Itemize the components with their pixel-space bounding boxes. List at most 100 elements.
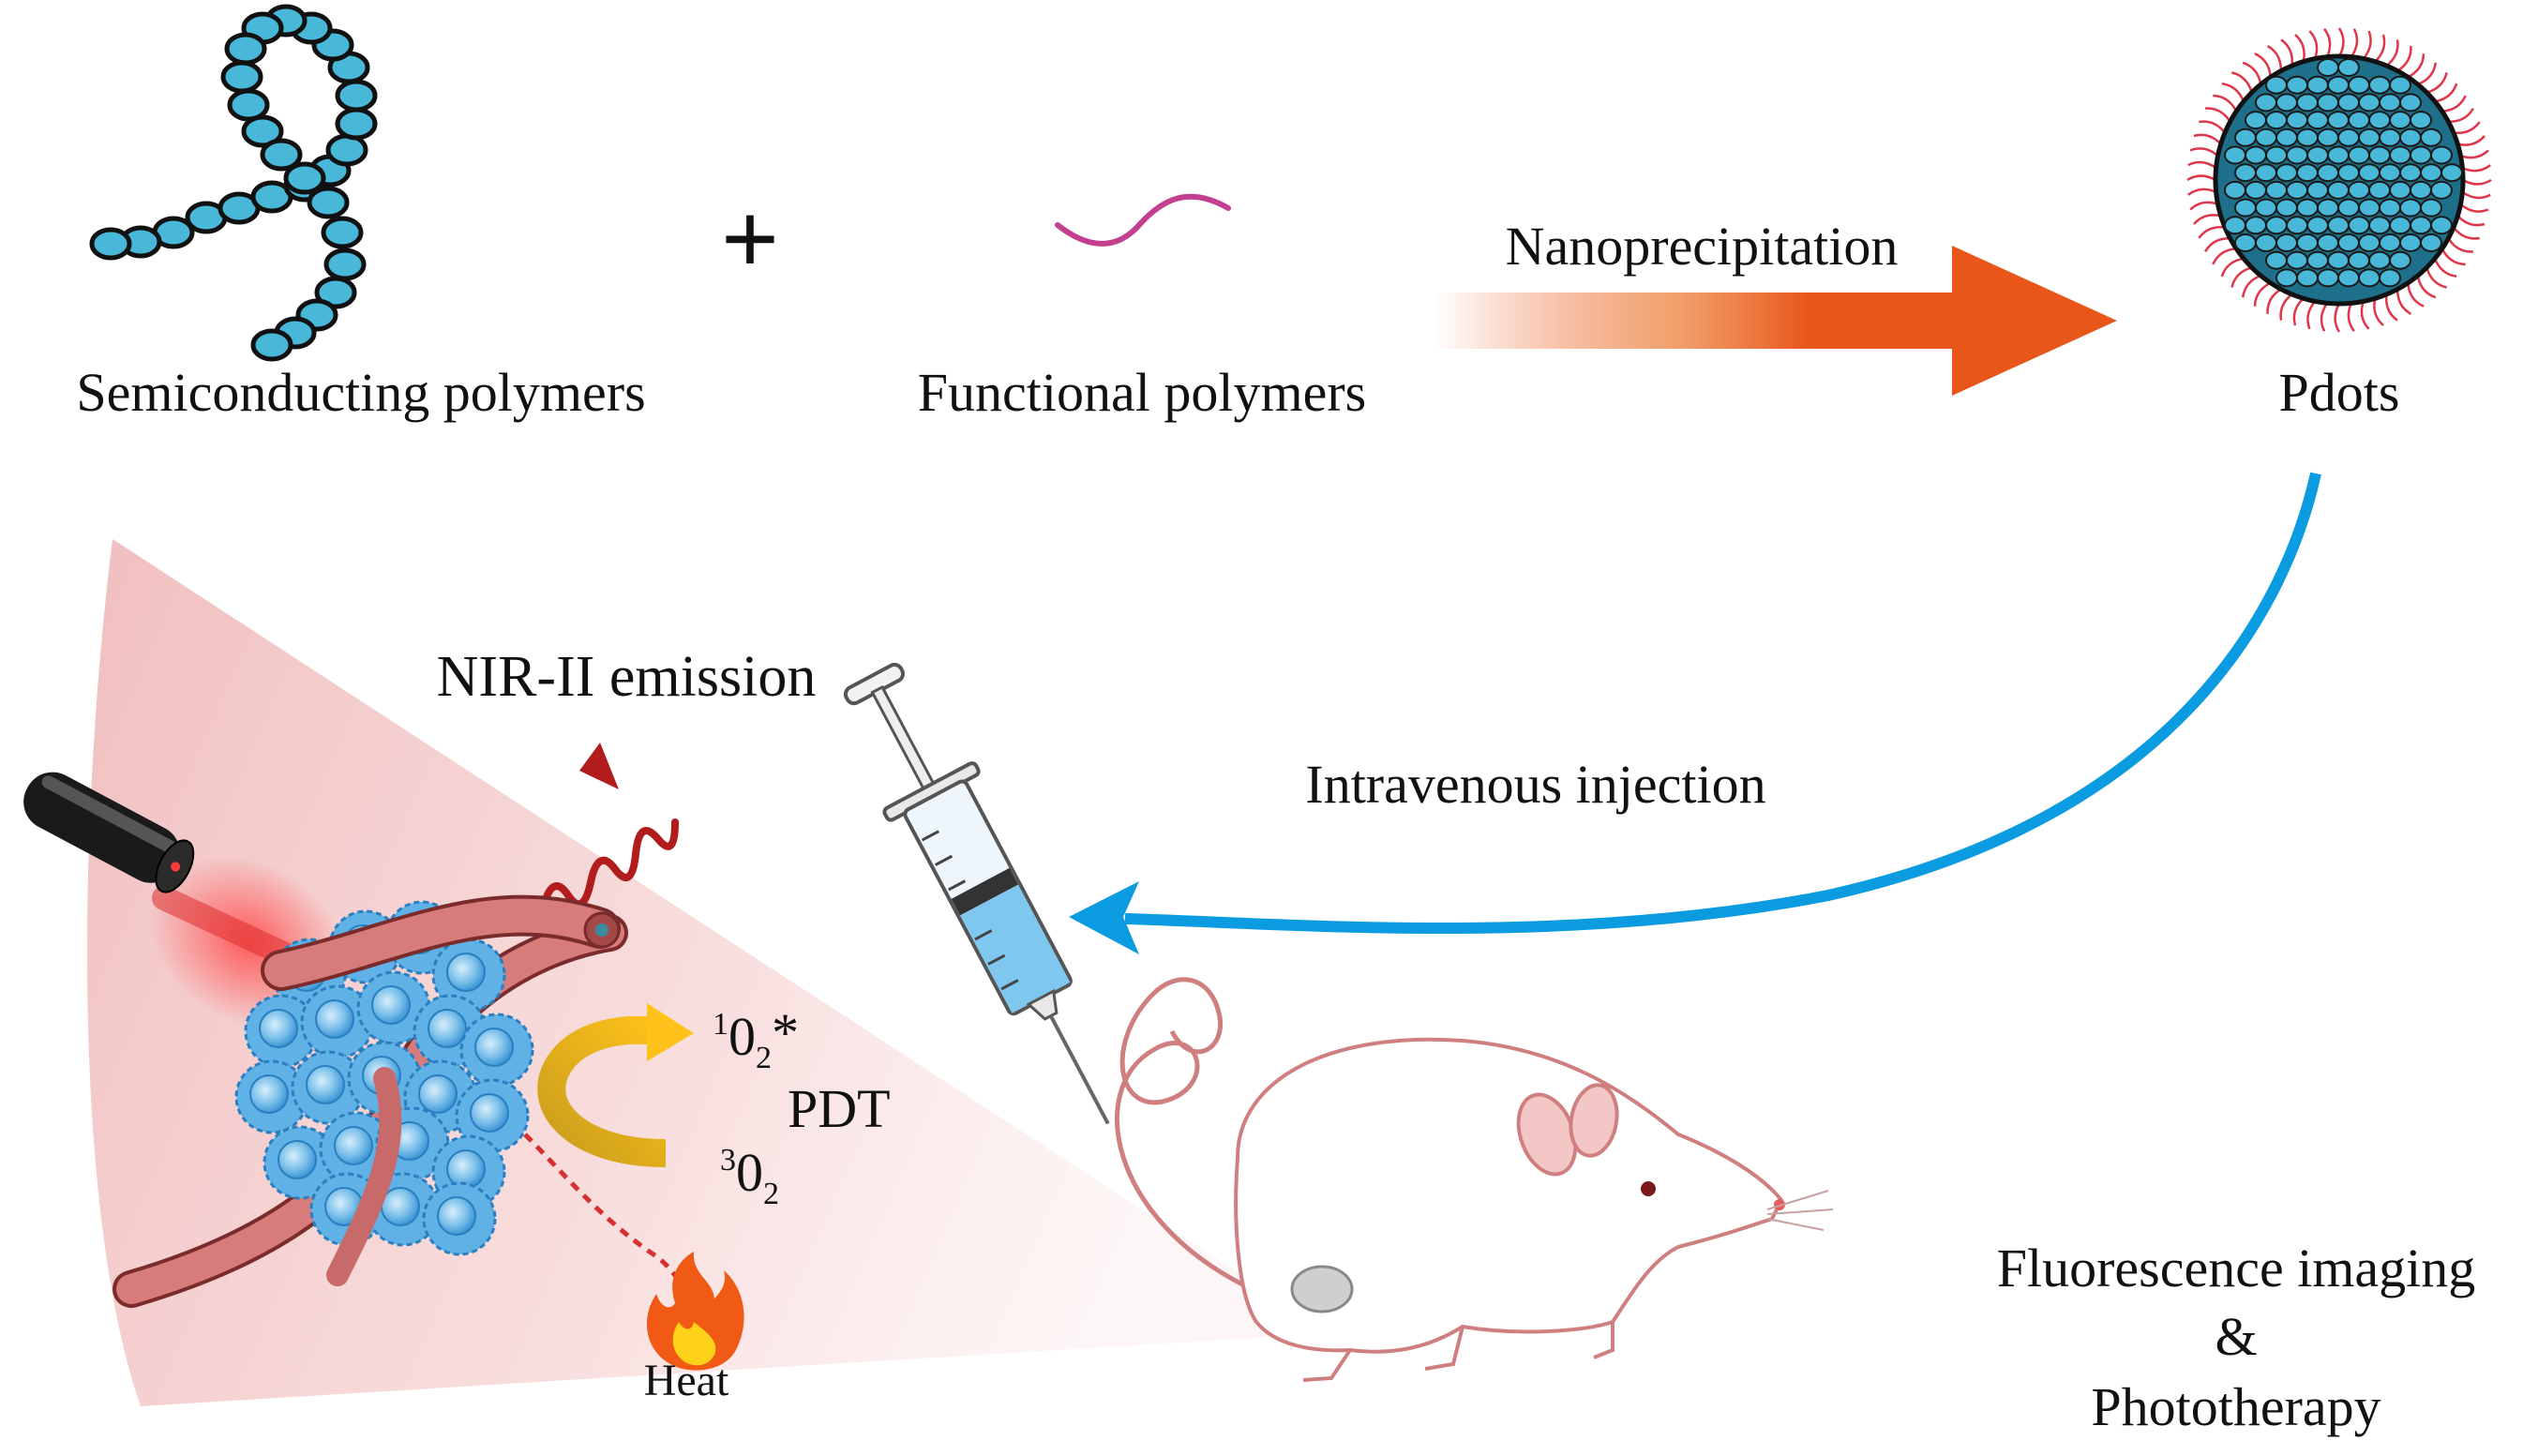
corona-chain bbox=[2453, 226, 2480, 240]
pdot-bead bbox=[2379, 163, 2401, 183]
semiconducting-polymers-label: Semiconducting polymers bbox=[76, 362, 645, 423]
pdot-bead bbox=[2358, 93, 2380, 113]
polymer-bead bbox=[335, 107, 378, 141]
nir-emission-label: NIR-II emission bbox=[437, 645, 817, 709]
syringe-icon bbox=[843, 662, 1110, 1125]
pdot-bead bbox=[2337, 268, 2360, 288]
pdot-bead bbox=[2368, 250, 2391, 270]
corona-chain bbox=[2193, 133, 2222, 145]
corona-chain bbox=[2221, 82, 2245, 102]
corona-chain bbox=[2230, 266, 2253, 288]
pdot-bead bbox=[2306, 180, 2329, 200]
pdot-bead bbox=[2286, 180, 2308, 200]
pdot-bead bbox=[2245, 145, 2267, 165]
pdot-bead bbox=[2317, 268, 2339, 288]
corona-chain bbox=[2459, 203, 2489, 213]
pdot-bead bbox=[2296, 198, 2319, 218]
corona-chain bbox=[2456, 215, 2485, 227]
tumor-cell-nucleus bbox=[474, 1028, 514, 1067]
corona-chain bbox=[2457, 135, 2485, 146]
polymer-bead bbox=[314, 276, 357, 309]
pdot-bead bbox=[2306, 250, 2329, 270]
corona-chain bbox=[2205, 107, 2231, 123]
corona-chain bbox=[2193, 214, 2221, 225]
corona-chain bbox=[2266, 45, 2283, 71]
corona-chain bbox=[2213, 94, 2238, 113]
pdot-bead bbox=[2286, 145, 2308, 165]
pdot-bead bbox=[2255, 128, 2277, 147]
tumor-cell-nucleus bbox=[249, 1074, 289, 1114]
pdot-bead bbox=[2348, 75, 2370, 95]
pdt-label: PDT bbox=[788, 1078, 891, 1139]
pdot-bead bbox=[2379, 233, 2401, 252]
corona-chain bbox=[2279, 293, 2293, 321]
pdot-bead bbox=[2430, 180, 2453, 200]
pdot-bead bbox=[2399, 233, 2422, 252]
corona-chain bbox=[2440, 248, 2466, 266]
pdot-bead bbox=[2337, 93, 2360, 113]
tumor-cell-nucleus bbox=[259, 1009, 298, 1048]
pdot-bead bbox=[2337, 128, 2360, 147]
corona-chain bbox=[2198, 225, 2226, 239]
corona-chain bbox=[2186, 174, 2216, 182]
nir-emission-arrowhead bbox=[579, 743, 619, 789]
corona-chain bbox=[2350, 28, 2359, 58]
corona-chain bbox=[2280, 38, 2294, 67]
pdot-bead bbox=[2275, 163, 2298, 183]
nanoprecipitation-label: Nanoprecipitation bbox=[1506, 216, 1899, 277]
pdt-cycle-arrow bbox=[537, 1003, 694, 1167]
pdot-bead bbox=[2265, 145, 2288, 165]
pdot-bead bbox=[2296, 268, 2319, 288]
corona-chain bbox=[2453, 121, 2481, 135]
singlet-oxygen-label: 102* bbox=[713, 1002, 799, 1075]
corona-chain bbox=[2187, 188, 2217, 196]
tumor-cell-nucleus bbox=[418, 1074, 458, 1114]
pdot-bead bbox=[2430, 145, 2453, 165]
corona-chain bbox=[2373, 298, 2384, 326]
corona-chain bbox=[2448, 107, 2474, 124]
polymer-bead bbox=[224, 32, 267, 66]
pdot-bead bbox=[2410, 180, 2432, 200]
corona-chain bbox=[2294, 34, 2305, 62]
corona-chain bbox=[2360, 301, 2370, 330]
nanoprecipitation-arrow bbox=[1434, 246, 2117, 396]
tumor-cell-nucleus bbox=[315, 999, 354, 1039]
corona-chain bbox=[2320, 302, 2329, 332]
corona-chain bbox=[2433, 258, 2457, 278]
phototherapy-label: Phototherapy bbox=[2091, 1376, 2380, 1437]
pdot-bead bbox=[2389, 216, 2411, 235]
corona-chain bbox=[2199, 120, 2226, 134]
pdots-label: Pdots bbox=[2279, 362, 2400, 423]
pdot-bead bbox=[2430, 216, 2453, 235]
heat-path bbox=[523, 1133, 692, 1304]
corona-chain bbox=[2242, 61, 2262, 85]
polymer-bead bbox=[89, 227, 132, 261]
fluorescence-imaging-label: Fluorescence imaging bbox=[1997, 1238, 2476, 1298]
functional-polymers-label: Functional polymers bbox=[918, 362, 1366, 423]
pdot-bead bbox=[2224, 180, 2246, 200]
pdot-bead bbox=[2399, 93, 2422, 113]
intravenous-injection-label: Intravenous injection bbox=[1305, 754, 1765, 815]
tumor-cell-nucleus bbox=[437, 1196, 476, 1236]
tumor-cell-nucleus bbox=[278, 1140, 317, 1179]
pdot-bead bbox=[2275, 93, 2298, 113]
pdot-bead bbox=[2348, 145, 2370, 165]
polymer-bead bbox=[241, 114, 284, 148]
pdot-bead bbox=[2327, 180, 2350, 200]
corona-chain bbox=[2434, 83, 2458, 103]
polymer-bead bbox=[283, 161, 326, 195]
corona-chain bbox=[2462, 178, 2492, 186]
pdot-bead bbox=[2420, 128, 2442, 147]
tumor-cell-nucleus bbox=[334, 1126, 373, 1165]
pdot-bead bbox=[2358, 163, 2380, 183]
pdot-bead bbox=[2286, 111, 2308, 130]
tumor-cell-nucleus bbox=[470, 1093, 509, 1133]
pdot-bead bbox=[2327, 250, 2350, 270]
pdot-bead bbox=[2348, 111, 2370, 130]
polymer-bead bbox=[250, 328, 293, 362]
corona-chain bbox=[2189, 147, 2219, 158]
pdot-bead bbox=[2286, 216, 2308, 235]
polymer-bead bbox=[321, 216, 364, 249]
pdot-bead bbox=[2245, 180, 2267, 200]
tumor-cell-nucleus bbox=[371, 985, 411, 1025]
